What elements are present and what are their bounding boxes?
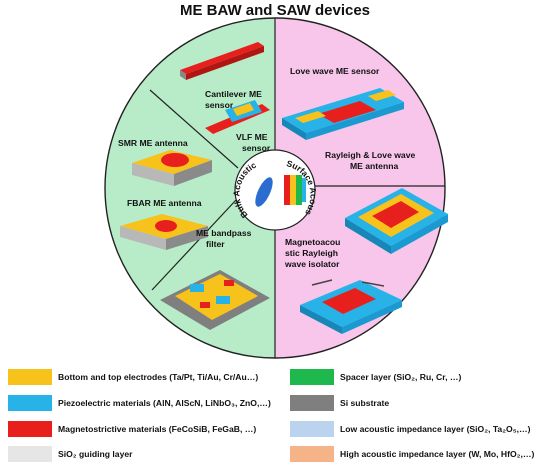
rayleigh-love-label: Rayleigh & Love wave — [325, 150, 415, 160]
legend-piezo: Piezoelectric materials (AlN, AlScN, LiN… — [8, 395, 271, 411]
swatch-electrode — [8, 369, 52, 385]
device-wheel: Bulk Acoustic Wave Surface Acoustic Wave… — [0, 0, 448, 359]
isolator-label-3: wave isolator — [284, 259, 340, 269]
legend-magneto: Magnetostrictive materials (FeCoSiB, FeG… — [8, 421, 256, 437]
bandpass-device-graphic — [160, 270, 270, 330]
legend-highz-text: High acoustic impedance layer (W, Mo, Hf… — [340, 449, 535, 459]
baw-wave-graphic — [255, 177, 273, 207]
legend-piezo-text: Piezoelectric materials (AlN, AlScN, LiN… — [58, 398, 271, 408]
rayleigh-love-device-graphic — [345, 188, 448, 254]
isolator-device-graphic — [300, 279, 402, 334]
legend-magneto-text: Magnetostrictive materials (FeCoSiB, FeG… — [58, 424, 257, 434]
fbar-device-graphic — [120, 214, 208, 250]
baw-half — [105, 18, 275, 358]
legend-electrode-text: Bottom and top electrodes (Ta/Pt, Ti/Au,… — [58, 372, 259, 382]
swatch-lowz — [290, 421, 334, 437]
legend-si: Si substrate — [290, 395, 389, 411]
legend-si-text: Si substrate — [340, 398, 390, 408]
vlf-device-graphic — [205, 100, 270, 134]
isolator-label: Magnetoacou — [285, 237, 340, 247]
bandpass-label: ME bandpass — [196, 228, 252, 238]
legend-spacer: Spacer layer (SiO₂, Ru, Cr, …) — [290, 369, 461, 385]
legend-sio2: SiO₂ guiding layer — [8, 446, 133, 462]
figure-title: ME BAW and SAW devices — [179, 2, 371, 19]
center-hub — [234, 149, 316, 231]
legend-electrode: Bottom and top electrodes (Ta/Pt, Ti/Au,… — [8, 369, 258, 385]
cantilever-device-graphic — [180, 42, 264, 80]
smr-device-graphic — [132, 150, 212, 186]
love-device-graphic — [282, 88, 404, 140]
swatch-magneto — [8, 421, 52, 437]
legend-sio2-text: SiO₂ guiding layer — [58, 449, 133, 459]
legend-lowz-text: Low acoustic impedance layer (SiO₂, Ta₂O… — [340, 424, 531, 434]
swatch-si — [290, 395, 334, 411]
isolator-label-2: stic Rayleigh — [285, 248, 338, 258]
love-label: Love wave ME sensor — [290, 66, 380, 76]
swatch-piezo — [8, 395, 52, 411]
saw-wave-graphic — [284, 175, 306, 205]
swatch-highz — [290, 446, 334, 462]
smr-label: SMR ME antenna — [118, 138, 188, 148]
rayleigh-love-label-2: ME antenna — [350, 161, 398, 171]
swatch-sio2 — [8, 446, 52, 462]
legend-lowz: Low acoustic impedance layer (SiO₂, Ta₂O… — [290, 421, 531, 437]
fbar-label: FBAR ME antenna — [127, 198, 202, 208]
swatch-spacer — [290, 369, 334, 385]
legend-highz: High acoustic impedance layer (W, Mo, Hf… — [290, 446, 534, 462]
bandpass-label-2: filter — [206, 239, 225, 249]
legend-spacer-text: Spacer layer (SiO₂, Ru, Cr, …) — [340, 372, 462, 382]
